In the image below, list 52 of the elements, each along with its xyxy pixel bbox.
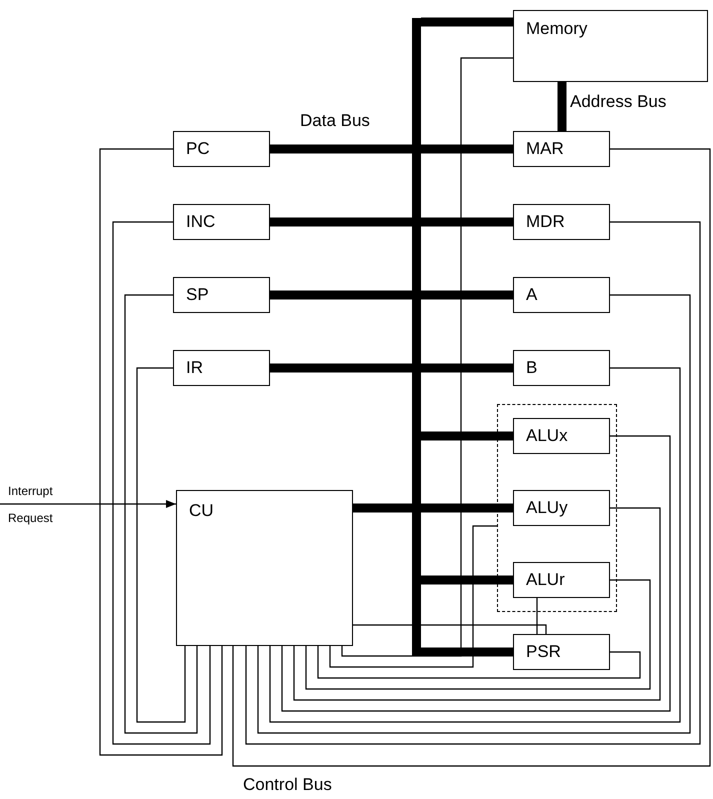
bus-line [270,290,412,300]
control-line [341,57,513,657]
control-line [124,294,198,734]
alu-register-box: ALUx [513,418,610,454]
alu-register-box: ALUr [513,562,610,598]
bus-line [270,218,412,226]
control-line [269,367,681,723]
edge-label: Interrupt Request [8,483,54,527]
control-line [317,646,641,679]
register-box: PC [173,131,270,167]
bus-line [421,144,513,154]
control-line [99,148,223,756]
register-box: A [513,277,610,313]
bus-line [421,432,513,440]
alu-group-outline [497,404,617,612]
register-box: SP [173,277,270,313]
control-line [136,367,186,723]
control-line [536,598,538,634]
bus-line [421,290,513,300]
bus-line [421,648,513,656]
bus-line [421,364,513,372]
bus-label: Data Bus [300,111,370,131]
edge-label: Address Bus [570,92,666,112]
register-box: IR [173,350,270,386]
control-line [329,525,497,668]
register-box: INC [173,204,270,240]
bus-line [270,364,412,372]
data-bus-bar [412,18,421,656]
bus-line [421,218,513,226]
register-box: B [513,350,610,386]
arrow [0,500,176,508]
control-line [281,435,671,712]
bus-line [558,82,566,131]
bus-line [353,504,412,512]
control-line [293,507,661,701]
control-unit-box: CU [176,490,353,646]
control-line [257,294,691,734]
bus-line [270,144,412,154]
register-box: PSR [513,634,610,670]
control-line [245,221,701,745]
register-box: MDR [513,204,610,240]
control-line [232,148,711,767]
control-line [305,579,651,690]
bus-label: Control Bus [243,775,332,795]
bus-line [421,18,513,26]
control-line [353,624,547,634]
control-line [112,221,211,745]
memory-box: Memory [513,10,708,82]
register-box: MAR [513,131,610,167]
bus-line [421,504,513,512]
alu-register-box: ALUy [513,490,610,526]
bus-line [421,576,513,584]
